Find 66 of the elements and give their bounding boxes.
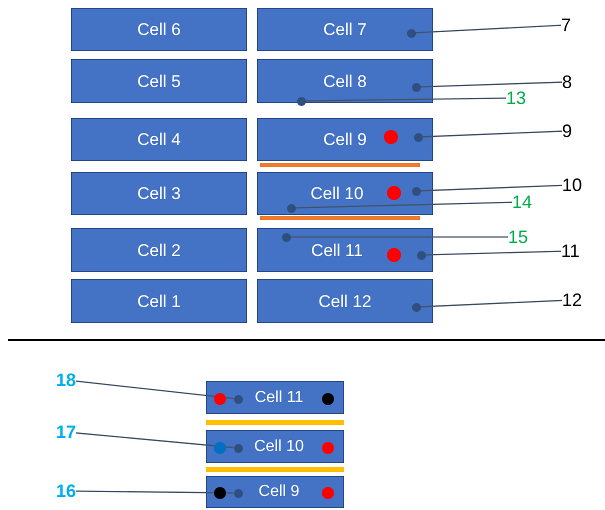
- leader-dot: [412, 186, 420, 196]
- cell-label: Cell 12: [318, 292, 372, 310]
- cell-box: [257, 118, 433, 161]
- leader-line: [420, 82, 562, 88]
- cell-box: [206, 476, 344, 508]
- leader-line: [295, 202, 512, 209]
- leader-dot: [234, 394, 242, 404]
- callout-number: 18: [56, 371, 76, 389]
- leader-line: [76, 490, 234, 494]
- callout-number: 9: [562, 122, 572, 140]
- callout-number: 17: [56, 423, 76, 441]
- cell-box: [71, 279, 247, 323]
- cell-box: [206, 430, 344, 463]
- cell-label: Cell 8: [323, 72, 367, 90]
- leader-line: [306, 98, 506, 102]
- cell-box: [71, 8, 247, 51]
- cell-label: Cell 1: [137, 292, 181, 310]
- callout-number: 11: [561, 242, 580, 260]
- cell-label: Cell 9: [323, 131, 367, 148]
- cell-label: Cell 11: [311, 242, 363, 258]
- cell-box: [71, 118, 247, 161]
- leader-line: [76, 380, 234, 400]
- leader-dot: [282, 232, 290, 242]
- leader-line: [415, 24, 562, 34]
- cell-box: [206, 381, 344, 414]
- cell-label: Cell 5: [137, 72, 181, 90]
- callout-number: 16: [56, 482, 76, 500]
- cell-label: Cell 4: [137, 131, 181, 148]
- callout-number: 12: [562, 291, 582, 309]
- leader-dot: [296, 96, 306, 106]
- cell-label: Cell 3: [137, 185, 181, 202]
- cell-label: Cell 7: [323, 21, 367, 38]
- leader-dot: [234, 488, 242, 498]
- cell-box: [257, 172, 433, 215]
- leader-dot: [234, 444, 242, 452]
- cell-label: Cell 11: [254, 390, 304, 406]
- cell-label: Cell 10: [310, 185, 364, 202]
- callout-number: 13: [506, 89, 526, 107]
- leader-line: [422, 130, 562, 138]
- leader-dot: [414, 132, 422, 142]
- cell-box: [71, 172, 247, 215]
- cell-label: Cell 9: [258, 484, 300, 500]
- cell-box: [257, 59, 433, 103]
- cell-label: Cell 10: [254, 438, 304, 454]
- leader-line: [76, 432, 234, 448]
- cell-box: [71, 228, 247, 272]
- cell-box: [257, 279, 433, 323]
- cell-box: [71, 59, 247, 103]
- leader-dot: [412, 82, 420, 92]
- callout-number: 15: [508, 228, 528, 246]
- leader-dot: [286, 204, 296, 212]
- callout-number: 14: [512, 193, 532, 211]
- cell-label: Cell 6: [137, 21, 181, 38]
- leader-line: [425, 250, 562, 256]
- cell-box: [257, 8, 433, 51]
- leader-line: [420, 300, 562, 308]
- leader-dot: [412, 302, 420, 312]
- leader-line: [420, 184, 562, 192]
- callout-number: 10: [562, 176, 582, 194]
- cell-label: Cell 2: [137, 242, 181, 258]
- callout-number: 8: [562, 73, 572, 91]
- callout-number: 7: [561, 16, 572, 34]
- leader-dot: [406, 28, 416, 38]
- cell-box: [257, 228, 433, 272]
- leader-line: [290, 236, 508, 238]
- leader-dot: [416, 250, 426, 260]
